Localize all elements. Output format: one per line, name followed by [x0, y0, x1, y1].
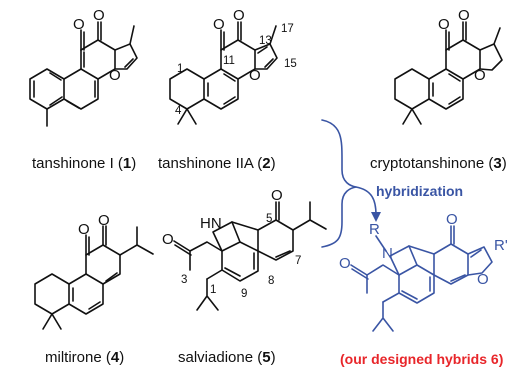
locant-1: 1 [210, 284, 216, 296]
atom-o: O [78, 221, 90, 238]
atom-o: O [474, 67, 486, 84]
locant-3: 3 [181, 274, 187, 286]
atom-o: O [249, 67, 261, 84]
atom-o: O [271, 187, 283, 204]
structure-miltirone [34, 225, 154, 330]
locant-11: 11 [223, 55, 235, 67]
atom-o: O [109, 67, 121, 84]
hybridization-arrow [355, 186, 377, 216]
locant-13: 13 [259, 35, 272, 47]
locant-1: 1 [177, 63, 183, 75]
label-tanshinone-i: tanshinone I (1) [32, 155, 136, 172]
locant-15: 15 [284, 58, 297, 70]
label-tanshinone-iia: tanshinone IIA (2) [158, 155, 276, 172]
structure-cryptotanshinone [394, 21, 503, 125]
hybridization-label: hybridization [376, 183, 463, 199]
atom-o: O [339, 255, 351, 272]
atom-n: N [382, 245, 393, 262]
arrow-head-icon [371, 212, 381, 222]
atom-o: O [93, 7, 105, 24]
structure-tanshinone-i [29, 21, 138, 127]
atom-o: O [213, 16, 225, 33]
atom-r-prime: R' [494, 237, 508, 254]
atom-o: O [458, 7, 470, 24]
structure-salviadione [173, 201, 327, 311]
structure-designed-hybrids [350, 225, 493, 332]
locant-17: 17 [281, 23, 294, 35]
atom-hn: HN [200, 215, 222, 232]
locant-5: 5 [266, 213, 272, 225]
atom-o: O [98, 212, 110, 229]
atom-o: O [73, 16, 85, 33]
locant-7: 7 [295, 255, 301, 267]
label-cryptotanshinone: cryptotanshinone (3) [370, 155, 507, 172]
merge-brace [321, 119, 357, 248]
atom-r: R [369, 221, 380, 238]
locant-4: 4 [175, 105, 182, 117]
atom-o: O [477, 271, 489, 288]
atom-o: O [438, 16, 450, 33]
designed-hybrids-label: (our designed hybrids 6) [340, 351, 503, 367]
locant-8: 8 [268, 275, 274, 287]
label-salviadione: salviadione (5) [178, 349, 276, 366]
label-miltirone: miltirone (4) [45, 349, 124, 366]
structure-tanshinone-iia [169, 21, 278, 125]
atom-o: O [446, 211, 458, 228]
locant-9: 9 [241, 288, 247, 300]
atom-o: O [162, 231, 174, 248]
atom-o: O [233, 7, 245, 24]
